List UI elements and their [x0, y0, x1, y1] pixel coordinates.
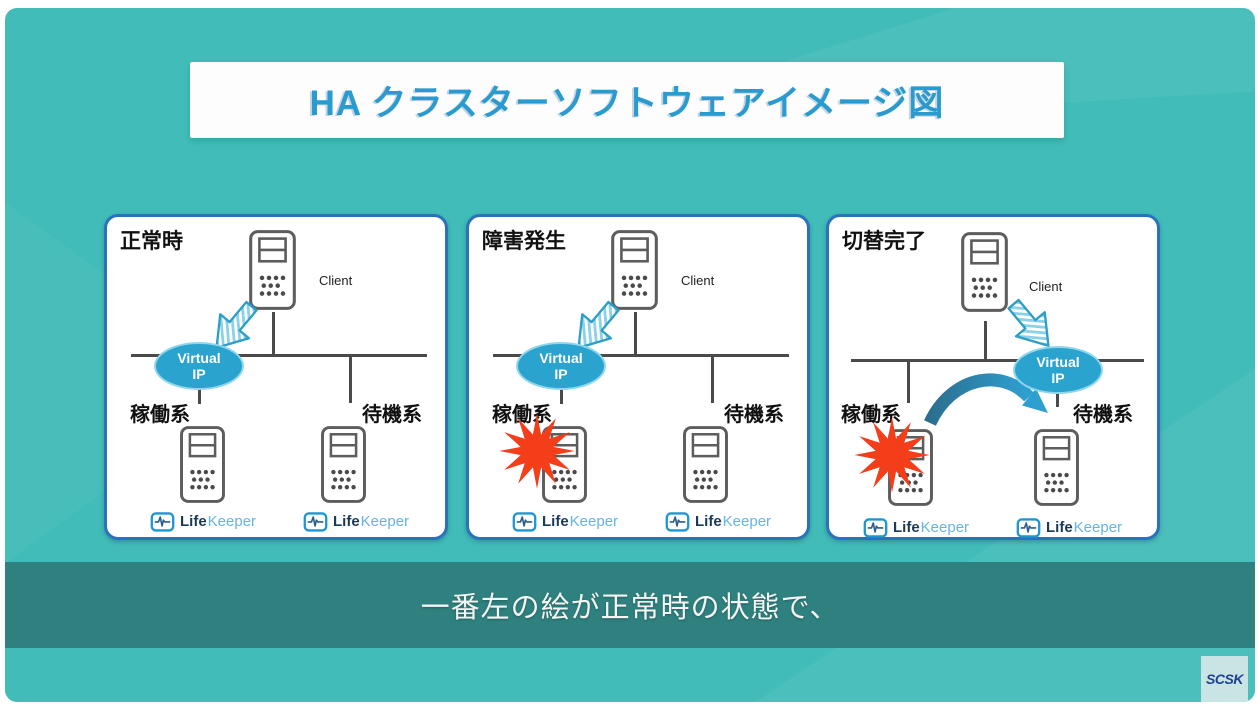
network-line — [851, 359, 1144, 362]
network-drop-line — [984, 321, 987, 359]
client-device-icon — [607, 229, 662, 311]
virtual-ip-line1: Virtual — [1036, 353, 1080, 370]
scsk-logo: SCSK — [1201, 656, 1248, 702]
virtual-ip-badge: Virtual IP — [154, 342, 244, 390]
network-drop-line — [198, 388, 201, 404]
standby-server-icon — [1033, 428, 1080, 507]
lifekeeper-heartbeat-icon — [862, 515, 889, 540]
lifekeeper-logo-text: Life — [333, 513, 360, 530]
client-label: Client — [319, 273, 353, 288]
virtual-ip-line1: Virtual — [539, 349, 583, 366]
lifekeeper-logo-text: Life — [180, 513, 207, 530]
client-device-icon — [245, 229, 300, 311]
lifekeeper-heartbeat-icon — [511, 509, 538, 534]
network-drop-line — [1056, 393, 1059, 407]
standby-system-label: 待機系 — [724, 404, 784, 426]
network-line — [493, 354, 789, 357]
lifekeeper-heartbeat-icon — [1015, 515, 1042, 540]
network-line — [131, 354, 427, 357]
subtitle-text: 一番左の絵が正常時の状態で、 — [420, 592, 840, 624]
standby-system-label: 待機系 — [362, 404, 422, 426]
slide-title: HA クラスターソフトウェアイメージ図 — [309, 83, 945, 123]
network-drop-line — [349, 354, 352, 403]
client-label: Client — [681, 273, 715, 288]
active-server-icon — [179, 425, 226, 504]
failure-burst-icon — [851, 414, 933, 496]
network-drop-line — [560, 388, 563, 404]
slide-background: HA クラスターソフトウェアイメージ図 正常時 Client Virtual I… — [5, 8, 1255, 702]
active-system-label: 稼働系 — [130, 404, 190, 426]
subtitle-band: 一番左の絵が正常時の状態で、 — [5, 562, 1255, 648]
virtual-ip-badge: Virtual IP — [516, 342, 606, 390]
lifekeeper-logo-text: Life — [1046, 519, 1073, 536]
panel-label: 切替完了 — [842, 230, 926, 253]
failure-burst-icon — [496, 410, 578, 492]
client-label: Client — [1029, 279, 1063, 294]
network-drop-line — [272, 312, 275, 354]
title-box: HA クラスターソフトウェアイメージ図 — [190, 62, 1064, 138]
panel-label: 正常時 — [120, 230, 183, 253]
active-system-label: 稼働系 — [841, 404, 901, 426]
lifekeeper-heartbeat-icon — [664, 509, 691, 534]
network-drop-line — [711, 354, 714, 403]
virtual-ip-badge: Virtual IP — [1013, 346, 1103, 394]
virtual-ip-line2: IP — [192, 366, 206, 382]
lifekeeper-heartbeat-icon — [302, 509, 329, 534]
virtual-ip-line2: IP — [1051, 370, 1065, 386]
panel-label: 障害発生 — [482, 230, 566, 253]
standby-server-icon — [320, 425, 367, 504]
lifekeeper-logo-text: Life — [542, 513, 569, 530]
lifekeeper-heartbeat-icon — [149, 509, 176, 534]
network-drop-line — [907, 359, 910, 403]
virtual-ip-line2: IP — [554, 366, 568, 382]
client-device-icon — [957, 231, 1012, 313]
lifekeeper-logo-text: Life — [893, 519, 920, 536]
network-drop-line — [634, 312, 637, 354]
lifekeeper-logo-text: Life — [695, 513, 722, 530]
standby-server-icon — [682, 425, 729, 504]
standby-system-label: 待機系 — [1073, 404, 1133, 426]
virtual-ip-line1: Virtual — [177, 349, 221, 366]
